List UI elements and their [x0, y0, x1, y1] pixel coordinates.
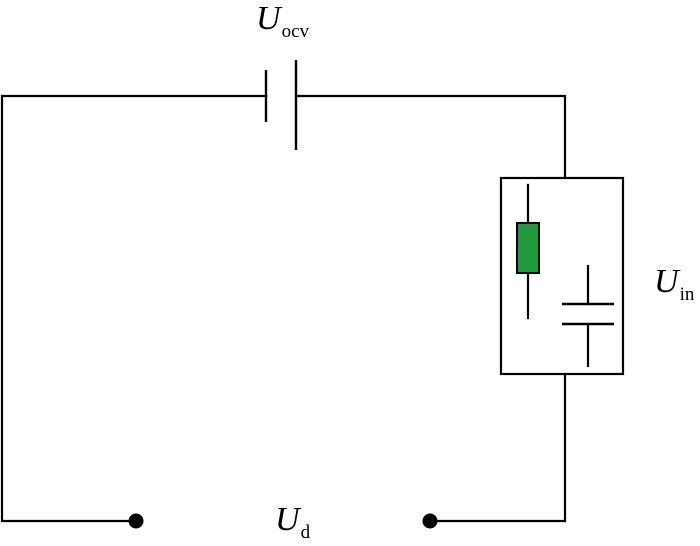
label-u-d-sub: d: [300, 522, 311, 543]
top-right-wire: [294, 94, 567, 180]
label-u-ocv-main: U: [256, 0, 281, 37]
terminal-left-icon: [128, 513, 144, 529]
label-u-in: Uin: [654, 263, 694, 305]
label-u-ocv-sub: ocv: [281, 21, 309, 42]
label-u-ocv: Uocv: [256, 0, 309, 42]
internal-impedance-box: [499, 176, 625, 376]
label-u-in-sub: in: [679, 284, 695, 305]
battery-icon: [264, 60, 298, 150]
terminal-right-icon: [422, 513, 438, 529]
label-u-d: Ud: [275, 501, 310, 543]
label-u-d-main: U: [275, 501, 300, 538]
left-wire: [0, 94, 268, 523]
label-u-in-main: U: [654, 263, 679, 300]
capacitor-icon: [562, 264, 614, 368]
resistor-icon: [516, 222, 540, 274]
impedance-frame: [499, 176, 625, 376]
